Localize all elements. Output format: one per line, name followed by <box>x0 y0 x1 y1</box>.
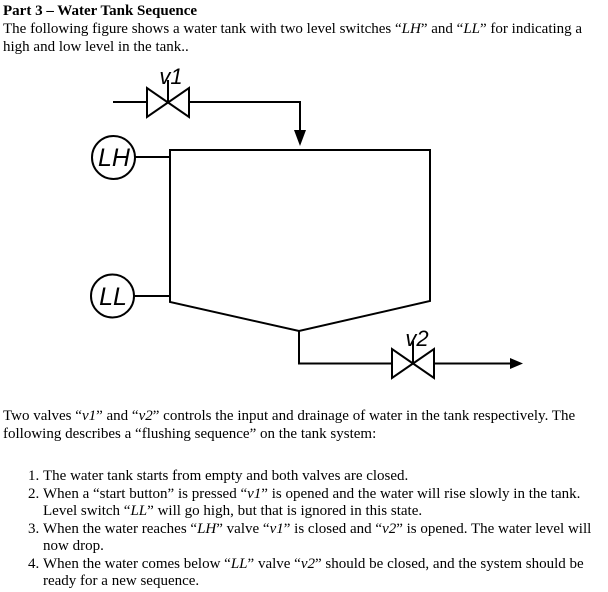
sequence-list: 1. The water tank starts from empty and … <box>28 468 606 591</box>
list-item-number: 4. <box>28 555 40 572</box>
intro-paragraph: The following figure shows a water tank … <box>3 20 604 56</box>
level-switch-high-label: LH <box>98 144 131 172</box>
list-item-text: When the water comes below “LL” valve “v… <box>43 556 606 591</box>
text-segment: ” for indicating a high and low level in… <box>3 21 583 55</box>
text-segment: ” should be closed, and the system shoul… <box>43 555 584 590</box>
italic-term: v2 <box>138 408 153 424</box>
list-item: 4. When the water comes below “LL” valve… <box>28 556 606 591</box>
text-segment: When a “start button” is pressed “ <box>43 485 248 502</box>
valve-v1-label: v1 <box>159 64 182 89</box>
level-switch-low-label: LL <box>99 283 127 311</box>
level-switch-low: LL <box>90 273 170 319</box>
level-switch-high: LH <box>91 135 170 180</box>
page-title: Part 3 – Water Tank Sequence <box>3 3 198 19</box>
text-segment: Two valves “ <box>3 408 82 424</box>
valve-v2-left-triangle <box>391 347 415 380</box>
level-switch-low-circle <box>90 273 135 319</box>
text-segment: ” is opened and the water will rise slow… <box>43 485 581 520</box>
drain-pipe-line <box>298 331 511 365</box>
italic-term: LL <box>463 21 481 37</box>
italic-term: LH <box>401 21 421 37</box>
valve-v2: v2 <box>391 326 435 380</box>
valve-v1-left-triangle <box>146 86 170 119</box>
valve-v2-label: v2 <box>405 326 428 351</box>
outlet-arrowhead-icon <box>510 358 523 369</box>
level-switch-high-circle <box>91 135 136 180</box>
text-segment: ” controls the input and drainage of wat… <box>3 408 576 442</box>
italic-term: v2 <box>300 555 316 572</box>
valve-v1-right-triangle <box>166 86 190 119</box>
italic-term: v1 <box>247 485 262 502</box>
list-item: 3. When the water reaches “LH” valve “v1… <box>28 521 606 556</box>
valve-v1: v1 <box>146 64 190 119</box>
text-segment: ” is closed and “ <box>283 520 383 537</box>
text-segment: ” is opened. The water level will now dr… <box>43 520 592 555</box>
italic-term: v1 <box>81 408 97 424</box>
italic-term: LH <box>197 520 217 537</box>
list-item-number: 3. <box>28 520 40 537</box>
italic-term: LL <box>130 503 148 519</box>
text-segment: ” will go high, but that is ignored in t… <box>147 503 423 519</box>
list-item-number: 2. <box>28 485 40 502</box>
text-segment: ” valve “ <box>216 520 270 537</box>
text-segment: ” and “ <box>96 408 139 424</box>
description-paragraph: Two valves “v1” and “v2” controls the in… <box>3 407 604 443</box>
list-item: 2. When a “start button” is pressed “v1”… <box>28 486 606 521</box>
inlet-pipe-line <box>113 101 301 133</box>
inlet-arrowhead-icon <box>294 130 306 146</box>
list-item-text: The water tank starts from empty and bot… <box>43 468 606 486</box>
tank-outline <box>169 149 431 333</box>
valve-v2-right-triangle <box>411 347 435 380</box>
italic-term: v2 <box>382 520 397 537</box>
list-item-text: When the water reaches “LH” valve “v1” i… <box>43 521 606 556</box>
text-segment: ” and “ <box>420 21 464 37</box>
list-item: 1. The water tank starts from empty and … <box>28 468 606 486</box>
text-segment: When the water reaches “ <box>43 520 198 537</box>
text-segment: ” valve “ <box>247 555 301 572</box>
italic-term: v1 <box>269 520 284 537</box>
list-item-number: 1. <box>28 468 40 484</box>
text-segment: The following figure shows a water tank … <box>3 21 402 37</box>
italic-term: LL <box>230 555 248 572</box>
list-item-text: When a “start button” is pressed “v1” is… <box>43 486 606 521</box>
text-segment: When the water comes below “ <box>43 555 231 572</box>
text-segment: The water tank starts from empty and bot… <box>43 468 409 484</box>
